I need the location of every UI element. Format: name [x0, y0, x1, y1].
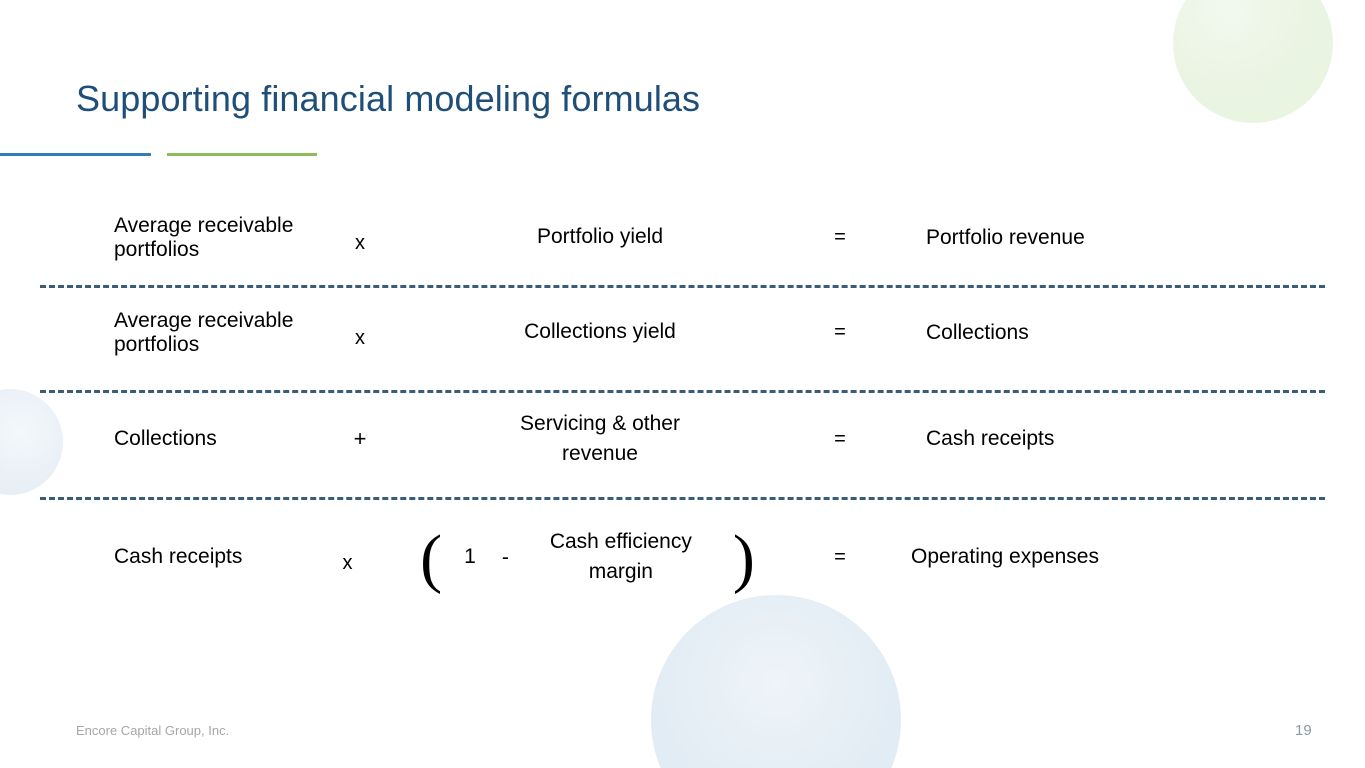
formula-4-equals: =: [834, 545, 846, 568]
formula-2-term2: Collections yield: [524, 320, 676, 344]
formula-row-2: Average receivable portfolios x Collecti…: [0, 285, 1365, 380]
formula-4-result: Operating expenses: [911, 545, 1099, 568]
formula-3-term2: Servicing & other revenue: [520, 411, 680, 465]
accent-underline-green: [167, 153, 317, 156]
page-number: 19: [1295, 722, 1312, 739]
formula-4-operator: x: [342, 551, 353, 574]
formula-3-term1: Collections: [114, 427, 217, 450]
formula-3-operator: +: [353, 426, 367, 451]
formula-row-3: Collections + Servicing & other revenue …: [0, 380, 1365, 498]
formula-1-term2: Portfolio yield: [536, 225, 664, 249]
formula-1-term1: Average receivable portfolios: [114, 213, 294, 261]
formula-2-result: Collections: [926, 320, 1029, 344]
formula-3-equals: =: [834, 427, 846, 450]
decorative-green-circle-icon: [1173, 0, 1333, 123]
formula-2-equals: =: [834, 321, 846, 343]
formula-row-4: Cash receipts x ( 1 - Cash efficiency ma…: [0, 498, 1365, 616]
divider-2: [40, 390, 1325, 393]
formula-2-operator: x: [355, 327, 365, 349]
decorative-blue-circle-bottom-icon: [651, 595, 901, 768]
divider-1: [40, 285, 1325, 288]
formula-2-term1: Average receivable portfolios: [114, 308, 294, 356]
formula-4-one: 1: [464, 545, 476, 568]
formula-1-operator: x: [355, 232, 365, 254]
accent-underline-blue: [0, 153, 151, 156]
formula-1-result: Portfolio revenue: [926, 225, 1085, 249]
formula-4-term2: Cash efficiency margin: [549, 529, 692, 583]
formula-4-minus: -: [501, 546, 509, 569]
formula-3-result: Cash receipts: [926, 427, 1055, 450]
formula-1-equals: =: [834, 226, 846, 248]
formula-row-1: Average receivable portfolios x Portfoli…: [0, 190, 1365, 285]
formula-table: Average receivable portfolios x Portfoli…: [0, 190, 1365, 616]
divider-3: [40, 497, 1325, 500]
page-title: Supporting financial modeling formulas: [76, 78, 701, 119]
footer-brand: Encore Capital Group, Inc.: [76, 723, 230, 738]
formula-4-term1: Cash receipts: [114, 545, 243, 568]
formula-4-expression-group: ( 1 - Cash efficiency margin ): [420, 522, 755, 595]
